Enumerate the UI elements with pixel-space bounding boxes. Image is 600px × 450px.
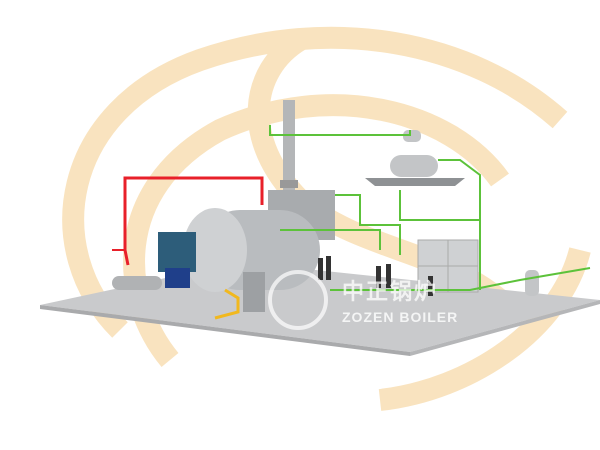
control-cabinet — [243, 272, 265, 312]
chimney-base — [280, 180, 298, 188]
watermark-chinese: 中正锅炉 — [342, 279, 439, 304]
boiler-front-face — [183, 208, 247, 292]
water-softener — [525, 270, 539, 296]
deaerator-tank — [390, 155, 438, 177]
deaerator-platform — [365, 178, 465, 186]
gas-pipe — [214, 288, 240, 320]
chimney — [283, 100, 295, 190]
floor-edge-front — [40, 305, 410, 356]
burner-panel — [158, 232, 196, 272]
water-pipes — [269, 125, 591, 291]
burner — [165, 268, 190, 288]
deaerator-dome — [403, 130, 421, 142]
watermark-english: ZOZEN BOILER — [342, 309, 459, 325]
steam-header — [112, 276, 162, 290]
floor-edge-side — [410, 300, 600, 356]
logo-watermark — [268, 270, 328, 330]
steam-pipe — [123, 176, 264, 266]
feed-pumps — [318, 256, 433, 296]
